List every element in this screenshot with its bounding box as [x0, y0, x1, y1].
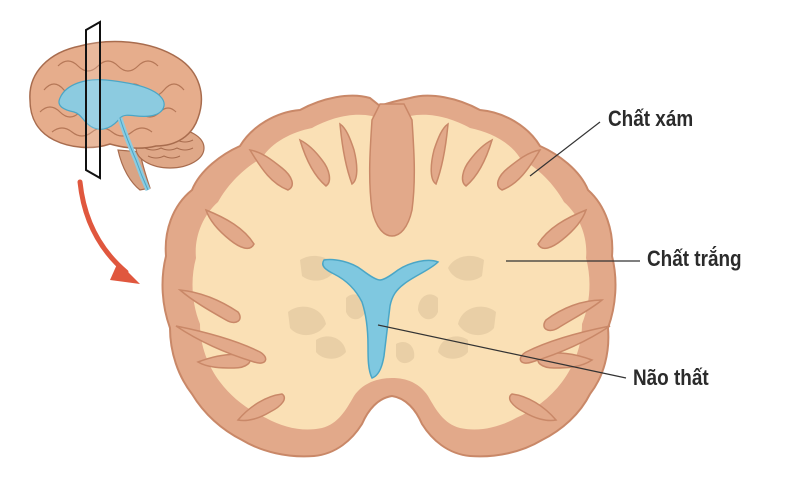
ventricle-leader-line [377, 324, 627, 379]
small-brain-side-view-icon [29, 20, 205, 191]
gray-matter-label: Chất xám [608, 106, 694, 131]
section-plane-icon [85, 20, 101, 180]
ventricle-label: Não thất [633, 365, 709, 390]
ventricle-region [322, 258, 440, 379]
curved-arrow-icon [77, 179, 140, 284]
coronal-section [161, 94, 617, 458]
gray-matter-leader-line [529, 121, 601, 177]
white-matter-region [192, 114, 590, 430]
white-matter-label: Chất trắng [647, 246, 742, 271]
